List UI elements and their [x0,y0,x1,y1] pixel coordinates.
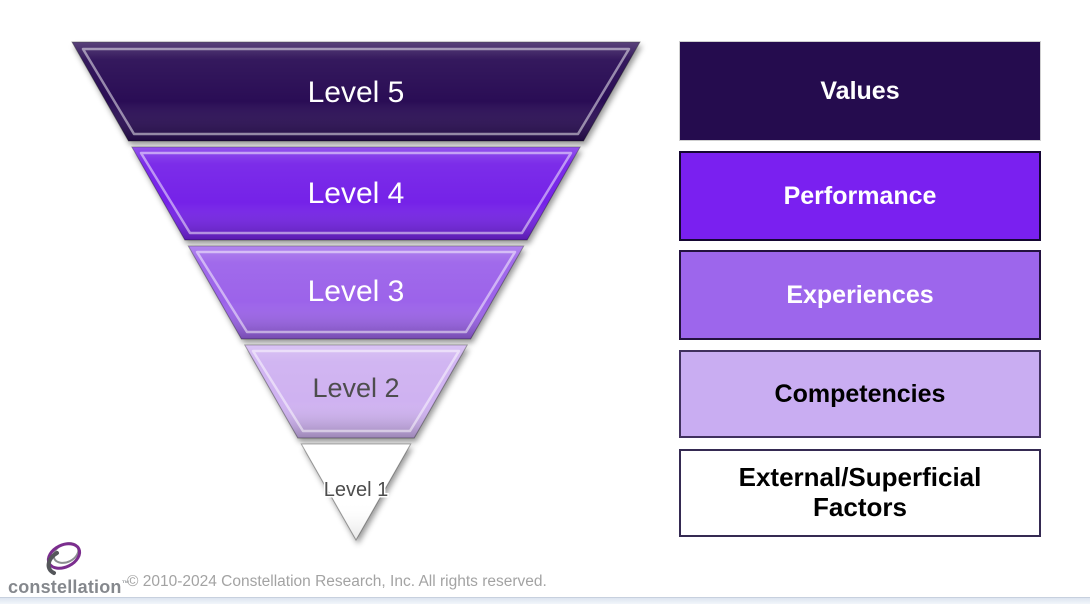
pyramid-level-5: Level 5 [71,41,641,142]
pyramid-level-3-bevel [195,250,517,334]
pyramid-level-1: Level 1 [300,443,412,542]
legend-item-external-superficial-factors: External/Superficial Factors [679,449,1041,537]
logo-wordmark: constellation™ [8,577,130,597]
pyramid-level-4-gloss [131,147,581,240]
legend-item-values: Values [679,41,1041,141]
pyramid-level-5-bevel [81,47,631,136]
bottom-edge-strip [0,597,1090,604]
pyramid-level-1-label: Level 1 [324,479,389,501]
pyramid-level-3-gloss [188,246,524,339]
logo-wordmark-text: constellation [8,577,122,597]
pyramid-level-5-gloss [72,42,640,141]
pyramid-level-2-label: Level 2 [312,373,399,403]
pyramid-level-1-gloss [301,444,411,540]
pyramid-level-4: Level 4 [131,146,581,241]
trademark-symbol: ™ [121,579,130,588]
pyramid-level-3: Level 3 [187,245,525,340]
pyramid-level-2-gloss [244,345,468,438]
legend-item-competencies: Competencies [679,350,1041,438]
constellation-orbit-icon [46,542,82,575]
pyramid-level-4-label: Level 4 [308,177,405,210]
pyramid-level-3-label: Level 3 [308,275,405,308]
pyramid-level-4-bevel [139,151,573,235]
legend-item-experiences: Experiences [679,250,1041,340]
constellation-research-logo: constellation™ RESEARCH [8,536,130,604]
copyright-notice: © 2010-2024 Constellation Research, Inc.… [127,573,547,590]
pyramid-level-2: Level 2 [243,344,469,439]
pyramid-level-5-label: Level 5 [308,76,405,109]
pyramid-level-2-bevel [251,349,461,433]
legend-item-performance: Performance [679,151,1041,241]
pyramid-diagram: Level 5 Level 4 Level 3 Level 2 Lev [71,41,641,542]
